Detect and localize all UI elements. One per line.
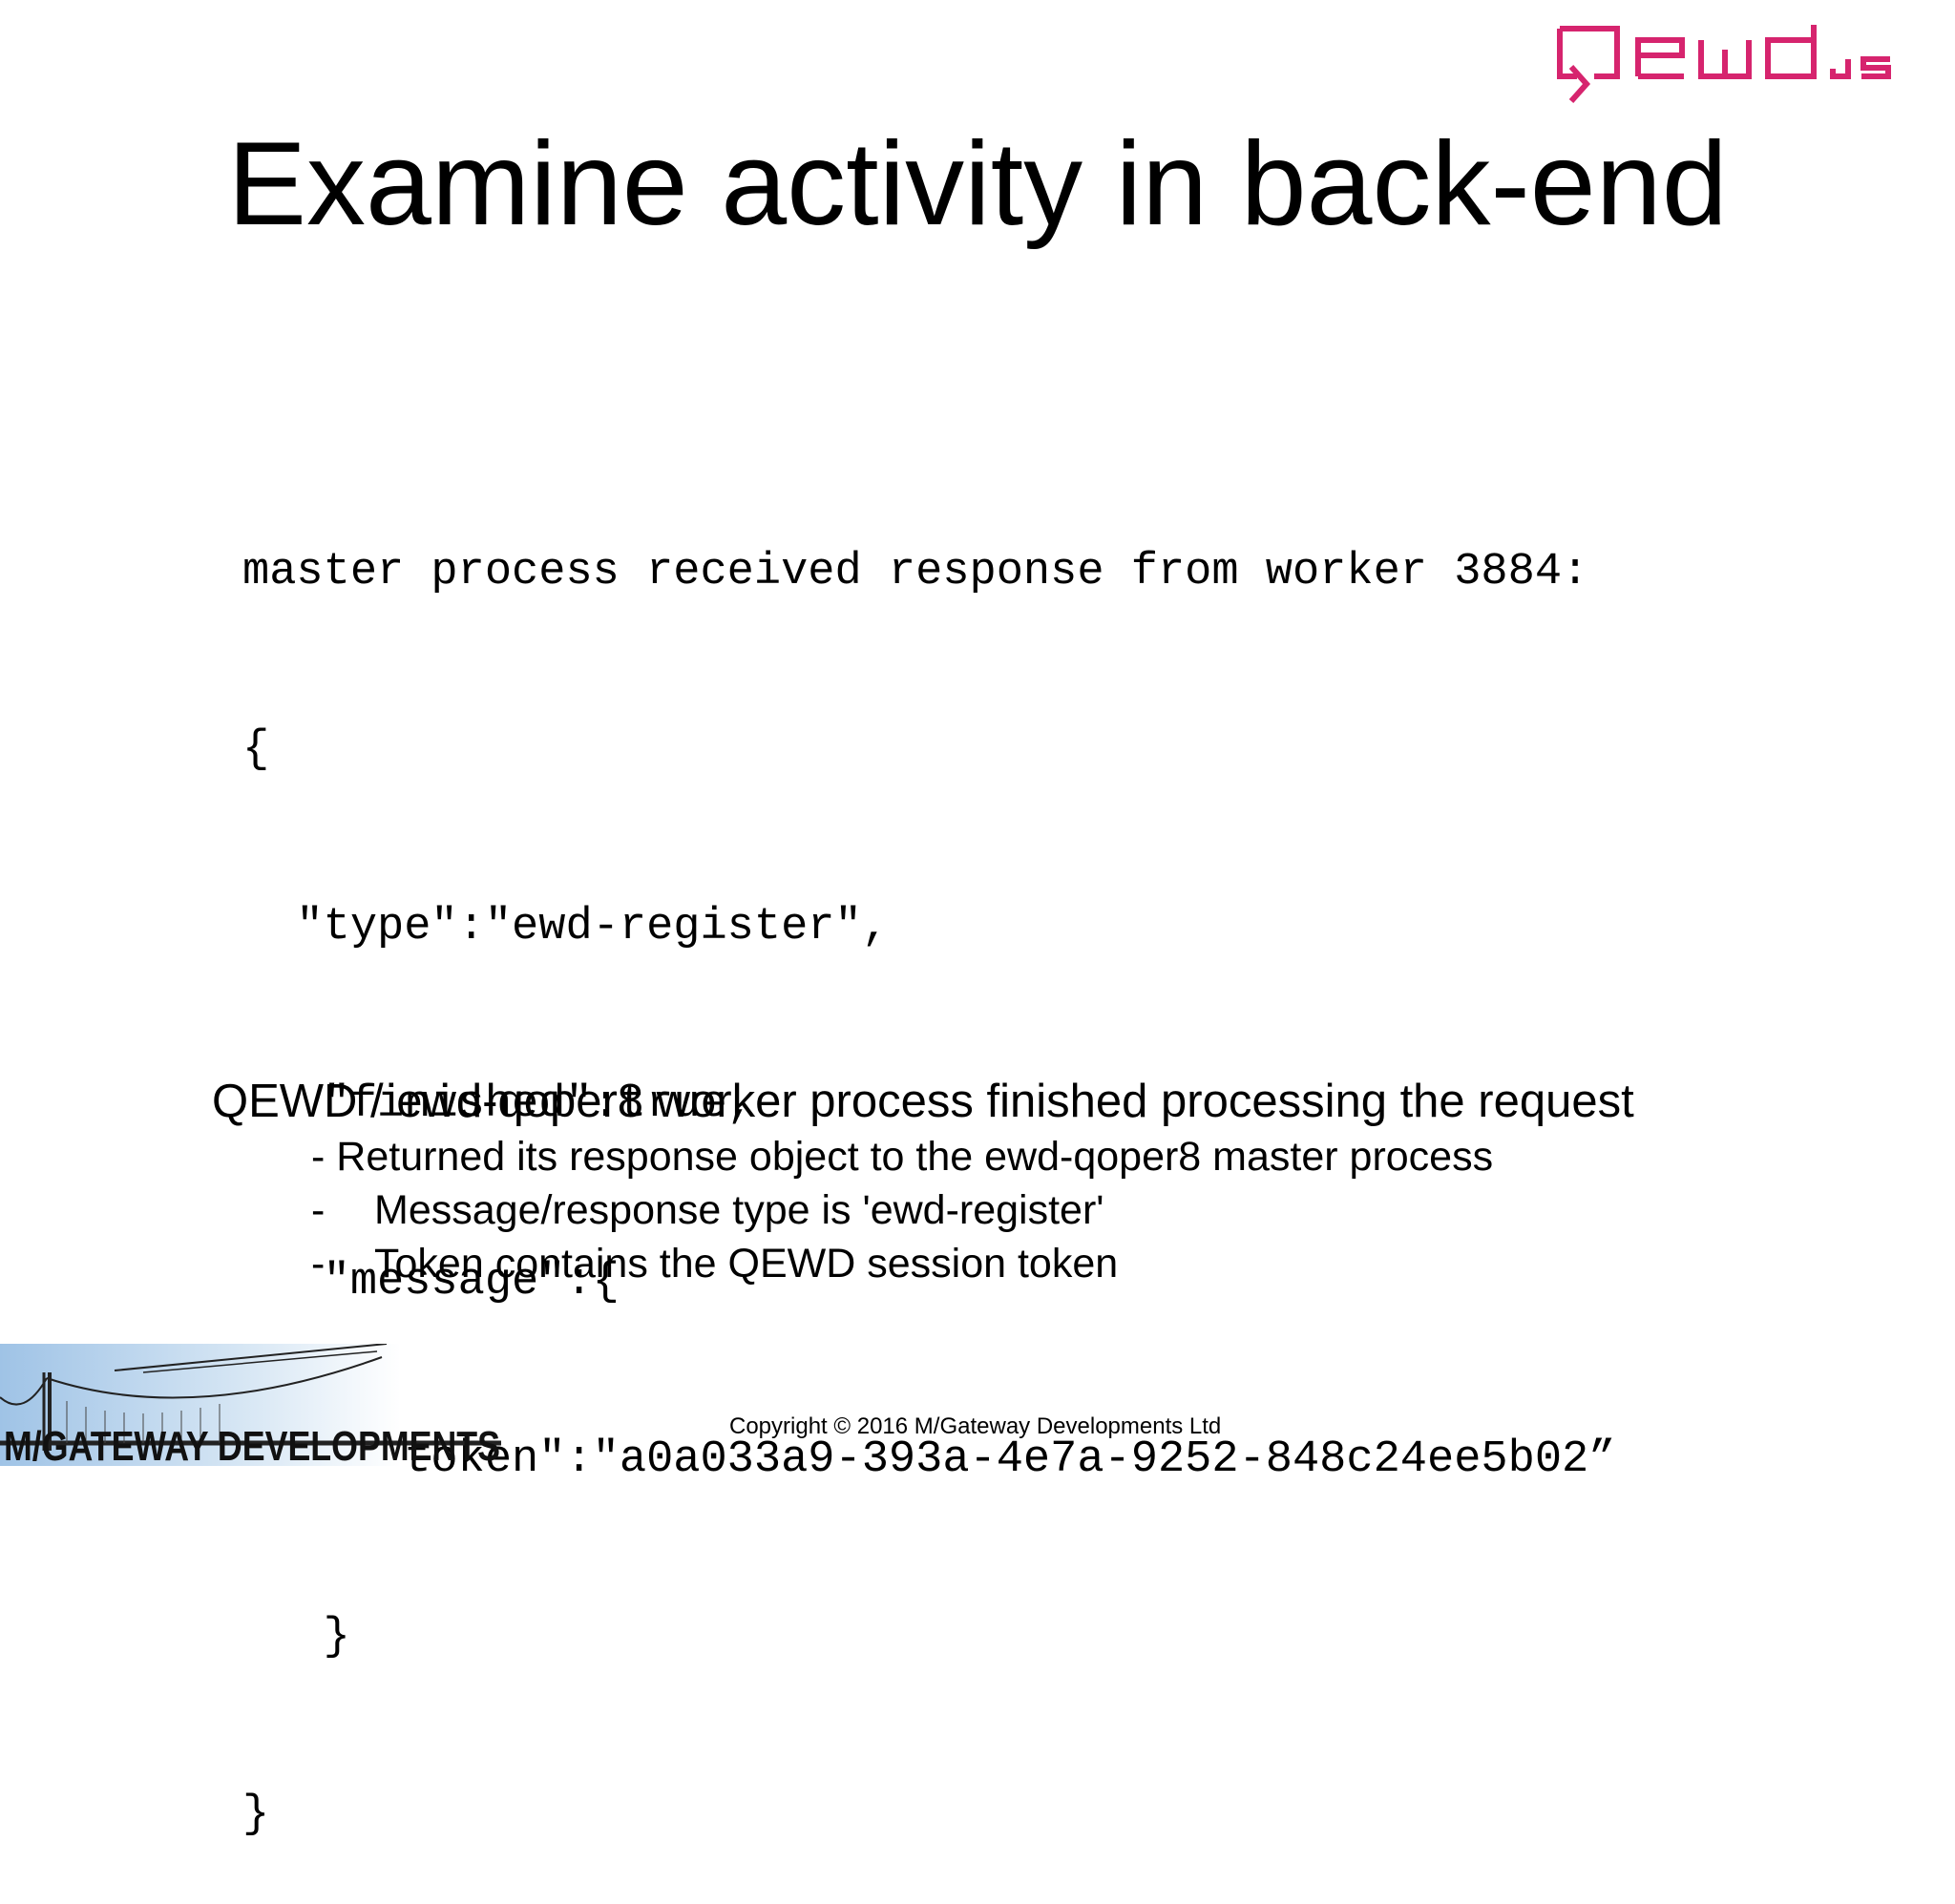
bullet-text: Token contains the QEWD session token bbox=[374, 1241, 1119, 1287]
code-block: master process received response from wo… bbox=[242, 425, 1615, 1904]
mgateway-logo: M/GATEWAY DEVELOPMENTS bbox=[0, 1344, 501, 1466]
slide-title: Examine activity in back-end bbox=[227, 118, 1728, 250]
bullet-marker: - bbox=[311, 1241, 326, 1287]
qewd-logo bbox=[1557, 25, 1891, 103]
mgateway-logo-text: M/GATEWAY DEVELOPMENTS bbox=[4, 1423, 500, 1466]
summary-section: QEWD / ewd-qoper8 worker process finishe… bbox=[212, 1073, 1634, 1290]
code-line: } bbox=[242, 1612, 350, 1663]
code-line: } bbox=[242, 1789, 270, 1840]
bullet-text: Message/response type is 'ewd-register' bbox=[374, 1187, 1104, 1233]
copyright-text: Copyright © 2016 M/Gateway Developments … bbox=[729, 1413, 1222, 1439]
bullet-marker: - bbox=[311, 1187, 326, 1233]
code-line: "message":{ bbox=[242, 1257, 620, 1308]
code-line: master process received response from wo… bbox=[242, 547, 1589, 597]
summary-heading: QEWD / ewd-qoper8 worker process finishe… bbox=[212, 1076, 1634, 1127]
code-line: { bbox=[242, 724, 270, 775]
bullet-item: - Token contains the QEWD session token bbox=[212, 1237, 1634, 1290]
bullet-marker: - bbox=[311, 1134, 337, 1180]
bullet-item: - Message/response type is 'ewd-register… bbox=[212, 1183, 1634, 1237]
code-line: "type":"ewd-register", bbox=[242, 902, 889, 952]
bullet-item: - Returned its response object to the ew… bbox=[212, 1130, 1634, 1183]
code-line: "finished":true, bbox=[242, 1079, 754, 1130]
bullet-text: Returned its response object to the ewd-… bbox=[336, 1134, 1494, 1180]
